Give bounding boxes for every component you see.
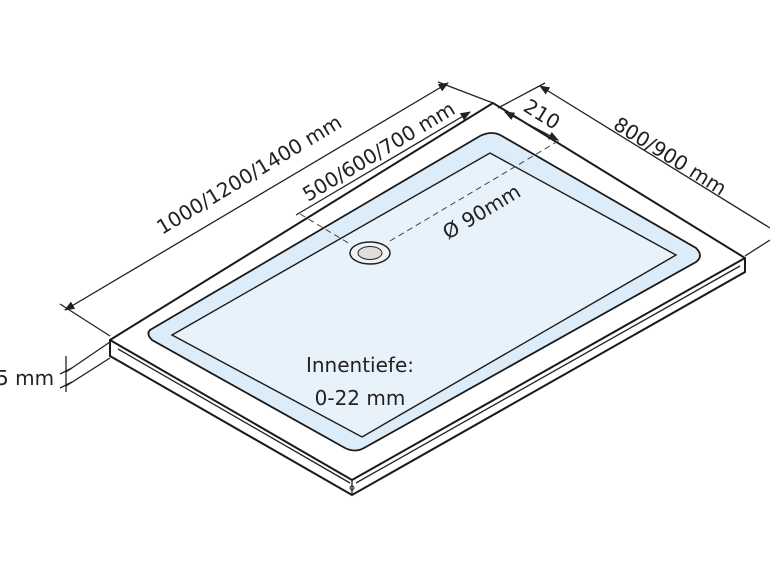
width-label: 800/900 mm (609, 112, 731, 200)
height-label: 5 mm (0, 366, 54, 390)
depth-title: Innentiefe: (306, 353, 414, 377)
height-dimension: 5 mm (0, 341, 111, 392)
drain-edge-label: 210 (519, 94, 564, 135)
depth-value: 0-22 mm (315, 386, 406, 410)
